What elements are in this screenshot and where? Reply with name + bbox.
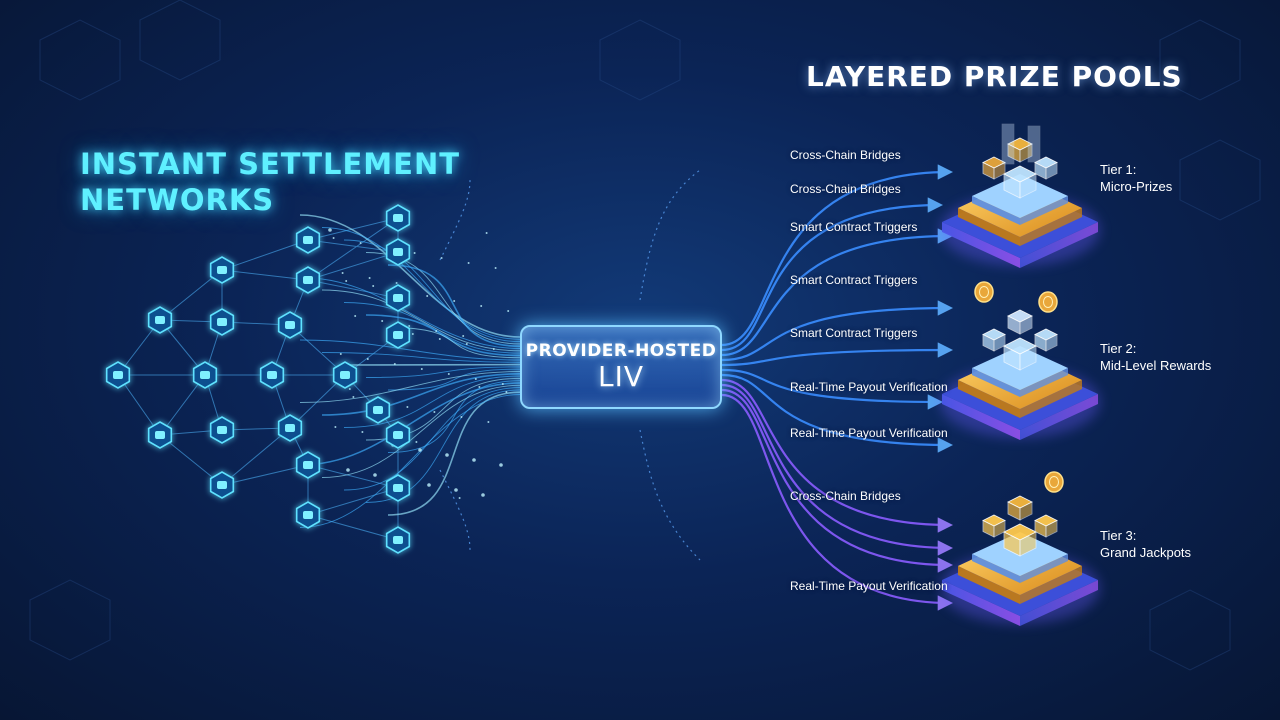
flow-label-3: Smart Contract Triggers: [790, 220, 918, 234]
hexagon-node-icon: [385, 321, 411, 349]
prize-platforms: [940, 123, 1100, 626]
arrow-right-icon: [721, 228, 954, 357]
tier-2-name: Tier 2:: [1100, 341, 1137, 356]
dotted-guides: [439, 169, 701, 561]
arrow-right-icon: [721, 373, 954, 453]
provider-hub: PROVIDER-HOSTED LIV: [520, 325, 722, 409]
hexagon-node-icon: [209, 416, 235, 444]
coin-icon: [974, 281, 994, 303]
hexagon-node-icon: [147, 421, 173, 449]
arrow-right-icon: [721, 300, 954, 362]
hexagon-node-icon: [385, 421, 411, 449]
tier-3-label: Tier 3: Grand Jackpots: [1100, 527, 1191, 561]
tier-1-label: Tier 1: Micro-Prizes: [1100, 161, 1172, 195]
network-title: INSTANT SETTLEMENT NETWORKS: [80, 147, 461, 217]
hexagon-node-icon: [295, 226, 321, 254]
layered-platform-icon: [940, 471, 1100, 626]
hexagon-node-icon: [385, 284, 411, 312]
hexagon-node-icon: [385, 204, 411, 232]
flow-label-4: Smart Contract Triggers: [790, 273, 918, 287]
tier-3-name: Tier 3:: [1100, 528, 1137, 543]
hexagon-node-icon: [259, 361, 285, 389]
hexagon-node-icon: [295, 451, 321, 479]
hexagon-node-icon: [295, 501, 321, 529]
flow-label-1: Cross-Chain Bridges: [790, 148, 901, 162]
hexagon-node-icon: [385, 474, 411, 502]
layered-platform-icon: [940, 281, 1100, 440]
hexagon-node-icon: [105, 361, 131, 389]
flow-label-9: Real-Time Payout Verification: [790, 579, 948, 593]
arrow-right-icon: [721, 368, 944, 410]
arrow-right-icon: [721, 164, 954, 347]
arrow-right-icon: [721, 378, 954, 533]
flow-label-7: Real-Time Payout Verification: [790, 426, 948, 440]
flow-arrows: [721, 164, 954, 611]
arrow-right-icon: [721, 383, 954, 556]
tier-2-desc: Mid-Level Rewards: [1100, 358, 1212, 373]
arrow-right-icon: [721, 197, 944, 352]
hexagon-node-icon: [147, 306, 173, 334]
hexagon-node-icon: [385, 526, 411, 554]
arrow-right-icon: [721, 388, 954, 573]
hexagon-node-icon: [192, 361, 218, 389]
hexagon-node-icon: [209, 256, 235, 284]
hexagon-node-icon: [277, 311, 303, 339]
prize-pools-title: LAYERED PRIZE POOLS: [806, 60, 1183, 93]
flow-label-6: Real-Time Payout Verification: [790, 380, 948, 394]
hexagon-node-icon: [295, 266, 321, 294]
hexagon-node-icon: [209, 471, 235, 499]
hub-title: PROVIDER-HOSTED: [525, 341, 717, 361]
coin-icon: [1038, 291, 1058, 313]
hexagon-node-icon: [277, 414, 303, 442]
hexagon-node-icon: [332, 361, 358, 389]
tier-1-desc: Micro-Prizes: [1100, 179, 1173, 194]
network-nodes: [105, 204, 411, 554]
tier-2-label: Tier 2: Mid-Level Rewards: [1100, 340, 1211, 374]
fiber-streams: [299, 214, 521, 528]
coin-icon: [1044, 471, 1064, 493]
hexagon-node-icon: [209, 308, 235, 336]
arrow-right-icon: [721, 393, 954, 611]
arrow-right-icon: [721, 342, 954, 367]
hub-subtitle: LIV: [597, 360, 644, 393]
layered-platform-icon: [940, 123, 1100, 268]
tier-1-name: Tier 1:: [1100, 162, 1137, 177]
flow-label-2: Cross-Chain Bridges: [790, 182, 901, 196]
hexagon-node-icon: [365, 396, 391, 424]
flow-label-5: Smart Contract Triggers: [790, 326, 918, 340]
flow-label-8: Cross-Chain Bridges: [790, 489, 901, 503]
background-grid: [29, 0, 1261, 671]
hexagon-node-icon: [385, 238, 411, 266]
tier-3-desc: Grand Jackpots: [1100, 545, 1192, 560]
